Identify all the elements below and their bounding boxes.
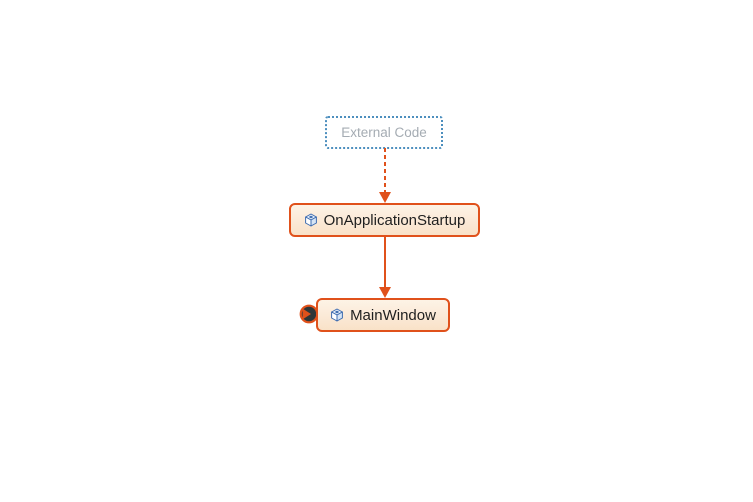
cube-method-icon	[330, 308, 344, 322]
node-onapplicationstartup-label: OnApplicationStartup	[323, 211, 466, 229]
node-mainwindow-label: MainWindow	[350, 306, 436, 324]
node-external-code[interactable]: External Code	[325, 116, 443, 149]
edge-startup-to-mainwindow-line	[384, 237, 386, 287]
node-mainwindow[interactable]: MainWindow	[316, 298, 450, 332]
collapsed-incoming-links-badge-icon[interactable]	[299, 304, 319, 324]
node-external-code-label: External Code	[341, 125, 427, 140]
node-onapplicationstartup[interactable]: OnApplicationStartup	[289, 203, 480, 237]
edge-external-to-startup-arrowhead-icon	[379, 192, 391, 203]
edge-external-to-startup-line	[384, 148, 386, 192]
edge-startup-to-mainwindow-arrowhead-icon	[379, 287, 391, 298]
cube-method-icon	[304, 213, 318, 227]
